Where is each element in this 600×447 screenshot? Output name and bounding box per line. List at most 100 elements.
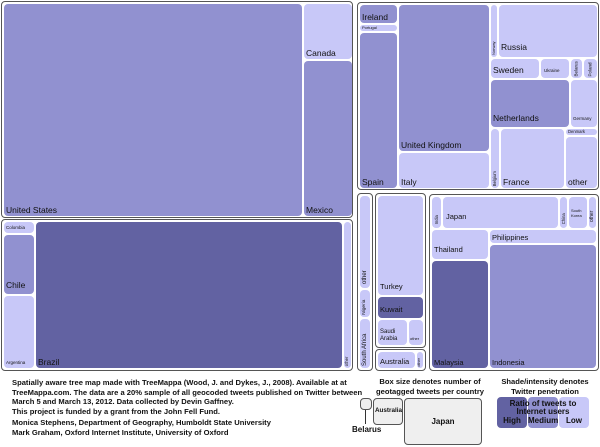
cell-spain[interactable]: Spain [360, 33, 397, 188]
cell-russia[interactable]: Russia [499, 5, 597, 57]
cell-china[interactable]: China [560, 197, 567, 228]
size-legend-pointer [365, 410, 366, 424]
cell-united-kingdom[interactable]: United Kingdom [399, 5, 489, 151]
cell-chile[interactable]: Chile [4, 235, 34, 294]
shade-legend-ratio-line: Internet users [516, 407, 570, 416]
group-europe: Ireland Portugal Spain United Kingdom It… [357, 2, 599, 190]
label: other [344, 356, 349, 366]
group-north-america: United States Canada Mexico [1, 1, 353, 218]
shade-legend-medium [528, 397, 558, 428]
cell-oceania-other[interactable]: other [417, 352, 423, 368]
label: South Korea [571, 208, 582, 218]
cell-poland[interactable]: Poland [584, 59, 597, 78]
cell-saudi-arabia[interactable]: Saudi Arabia [378, 320, 407, 345]
cell-ukraine[interactable]: Ukraine [541, 59, 569, 78]
cell-netherlands[interactable]: Netherlands [491, 80, 569, 127]
label: Ireland [362, 11, 388, 22]
label: Australia [380, 356, 410, 366]
cell-italy[interactable]: Italy [399, 153, 489, 188]
cell-philippines[interactable]: Philippines [490, 230, 596, 243]
cell-japan[interactable]: Japan [443, 197, 558, 228]
cell-africa-other[interactable]: other [360, 196, 370, 288]
label: Saudi Arabia [380, 329, 398, 342]
caption-line: This project is funded by a grant from t… [12, 406, 220, 416]
cell-france[interactable]: France [501, 129, 564, 188]
label: Thailand [434, 244, 463, 254]
cell-india[interactable]: India [432, 197, 441, 228]
label: United States [6, 204, 58, 215]
cell-sweden[interactable]: Sweden [491, 59, 539, 78]
label: China [560, 213, 566, 224]
shade-legend-high-label: High [503, 416, 521, 425]
cell-belgium[interactable]: Belgium [491, 129, 499, 188]
label: Brazil [38, 356, 60, 367]
group-oceania: Australia other [375, 349, 426, 371]
shade-legend-low-label: Low [566, 416, 582, 425]
cell-nigeria[interactable]: Nigeria [360, 290, 370, 317]
label: Germany [573, 115, 592, 121]
label: Ukraine [544, 67, 560, 73]
label: Italy [401, 176, 417, 187]
cell-europe-other[interactable]: other [566, 137, 597, 188]
cell-united-states[interactable]: United States [4, 4, 302, 216]
shade-legend-low [559, 397, 589, 428]
label: Turkey [380, 281, 403, 291]
cell-portugal[interactable]: Portugal [360, 25, 397, 31]
size-legend-medium-box: Australia [373, 398, 403, 425]
label: Philippines [492, 232, 529, 242]
size-legend-large-label: Japan [431, 417, 455, 426]
caption-line: Spatially aware tree map made with TreeM… [12, 378, 347, 387]
label: France [503, 176, 530, 187]
size-legend-small-label: Belarus [352, 425, 382, 434]
cell-turkey[interactable]: Turkey [378, 196, 423, 295]
cell-argentina[interactable]: Argentina [4, 296, 34, 368]
cell-belarus[interactable]: Belarus [571, 59, 582, 78]
cell-canada[interactable]: Canada [304, 4, 352, 59]
cell-kuwait[interactable]: Kuwait [378, 297, 423, 318]
cell-middle-east-other[interactable]: other [409, 320, 423, 345]
cell-ireland[interactable]: Ireland [360, 5, 397, 23]
label: Russia [501, 41, 527, 52]
label: other [362, 270, 368, 284]
label: Portugal [362, 25, 377, 30]
cell-south-korea[interactable]: South Korea [569, 197, 587, 228]
size-legend-medium-label: Australia [375, 407, 402, 414]
label: other [589, 210, 595, 222]
cell-colombia[interactable]: Colombia [4, 222, 34, 233]
label: Belgium [491, 170, 497, 186]
size-legend-small-box [360, 398, 372, 410]
label: Netherlands [493, 112, 539, 123]
cell-brazil[interactable]: Brazil [36, 222, 342, 368]
cell-germany[interactable]: Germany [571, 80, 597, 127]
label: United Kingdom [401, 139, 462, 150]
caption-line: Monica Stephens, Department of Geography… [12, 418, 271, 428]
cell-indonesia[interactable]: Indonesia [490, 245, 596, 368]
cell-south-africa[interactable]: South Africa [360, 319, 370, 368]
cell-australia[interactable]: Australia [378, 352, 415, 368]
size-legend-title-line: geotagged tweets per country [375, 386, 485, 396]
caption-line: March 5 and March 13, 2012. Data collect… [12, 397, 234, 407]
shade-legend-title: Shade/intensity denotes Twitter penetrat… [490, 377, 600, 396]
cell-asia-other[interactable]: other [589, 197, 596, 228]
cell-malaysia[interactable]: Malaysia [432, 261, 488, 368]
cell-norway[interactable]: Norway [491, 5, 497, 57]
caption-line: TreeMappa.com. The data are a 20% sample… [12, 387, 363, 397]
group-africa: other Nigeria South Africa [357, 193, 373, 371]
size-legend-large-box: Japan [404, 398, 482, 445]
label: other [410, 336, 420, 341]
cell-thailand[interactable]: Thailand [432, 230, 488, 259]
cell-denmark[interactable]: Denmark [566, 129, 597, 135]
label: Belarus [573, 60, 579, 76]
label: other [568, 176, 588, 187]
cell-mexico[interactable]: Mexico [304, 61, 352, 216]
label: Denmark [568, 129, 585, 134]
size-legend-title-line: Box size denotes number of [379, 377, 481, 386]
shade-legend-high [497, 397, 527, 428]
label: India [433, 214, 439, 224]
label: Colombia [6, 224, 26, 230]
caption: Spatially aware tree map made with TreeM… [12, 378, 362, 438]
cell-south-america-other[interactable]: other [344, 222, 351, 368]
label: Japan [446, 211, 467, 221]
label: other [417, 358, 422, 367]
group-south-america: Colombia Chile Argentina Brazil other [1, 219, 353, 371]
